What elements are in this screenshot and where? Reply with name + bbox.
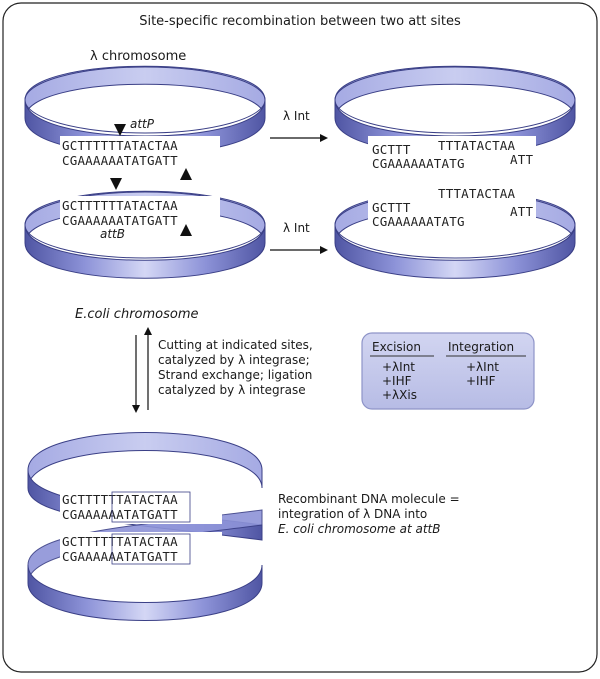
excision-header: Excision [372,340,421,354]
up-arrow-head [144,327,152,335]
lambda-chromosome-label: λ chromosome [90,49,186,64]
excision-item-1: +λInt [382,360,415,374]
attP-label: attP [130,117,155,131]
attB-bottom-strand: CGAAAAAATATGATT [62,213,178,228]
ecoli-chromosome-label: E.coli chromosome [75,307,199,322]
integration-item-2: +IHF [466,374,496,388]
cut-ecoli-right-top: TTTATACTAA [438,186,516,201]
excision-item-3: +λXis [382,388,417,402]
cut-lambda-right-top: TTTATACTAA [438,138,516,153]
figure-title: Site-specific recombination between two … [139,14,461,29]
cut-lambda-left-top: GCTTT [372,142,411,157]
excision-item-2: +IHF [382,374,412,388]
inserted-segment-box-upper [111,491,191,523]
arrow-top-head [320,134,328,142]
cut-ecoli-right-bottom: ATT [510,204,533,219]
attP-window [60,136,220,168]
step-text-1: Cutting at indicated sites, [158,338,313,352]
attB-top-strand: GCTTTTTTATACTAA [62,198,178,213]
arrow-middle-label: λ Int [283,221,310,235]
step-text-2: catalyzed by λ integrase; [158,353,310,367]
inserted-segment-box-lower [111,533,191,565]
integration-item-1: +λInt [466,360,499,374]
cut-lambda-window [368,136,536,170]
step-text-3: Strand exchange; ligation [158,368,312,382]
recombinant-bottom-strand-1: CGAAAAAATATGATT [62,507,178,522]
cut-lambda-right-bottom: ATT [510,152,533,167]
conditions-box [361,332,535,410]
recombinant-top-strand-2: GCTTTTTTATACTAA [62,534,178,549]
attB-window [60,196,220,228]
recombinant-top-strand-1: GCTTTTTTATACTAA [62,492,178,507]
cut-site-marker-upper-right [180,168,192,180]
arrow-middle-head [320,246,328,254]
cut-ecoli-left-bottom: CGAAAAAATATG [372,214,465,229]
cut-site-marker-middle [110,178,122,190]
result-text-1: Recombinant DNA molecule = [278,492,460,506]
recombinant-window-lower [60,532,222,566]
attP-top-strand: GCTTTTTTATACTAA [62,138,178,153]
integration-header: Integration [448,340,514,354]
arrow-top-label: λ Int [283,109,310,123]
recombinant-bottom-strand-2: CGAAAAAATATGATT [62,549,178,564]
cut-ecoli-left-top: GCTTT [372,200,411,215]
attP-bottom-strand: CGAAAAAATATGATT [62,153,178,168]
cut-site-marker-top [114,124,126,136]
cut-site-marker-lower-right [180,224,192,236]
cut-lambda-left-bottom: CGAAAAAATATG [372,156,465,171]
attB-label: attB [100,227,125,241]
cut-ecoli-window [368,186,536,228]
recombinant-window-upper [60,490,222,524]
down-arrow-head [132,405,140,413]
step-text-4: catalyzed by λ integrase [158,383,306,397]
result-text-3: E. coli chromosome at attB [278,522,441,536]
result-text-2: integration of λ DNA into [278,507,427,521]
